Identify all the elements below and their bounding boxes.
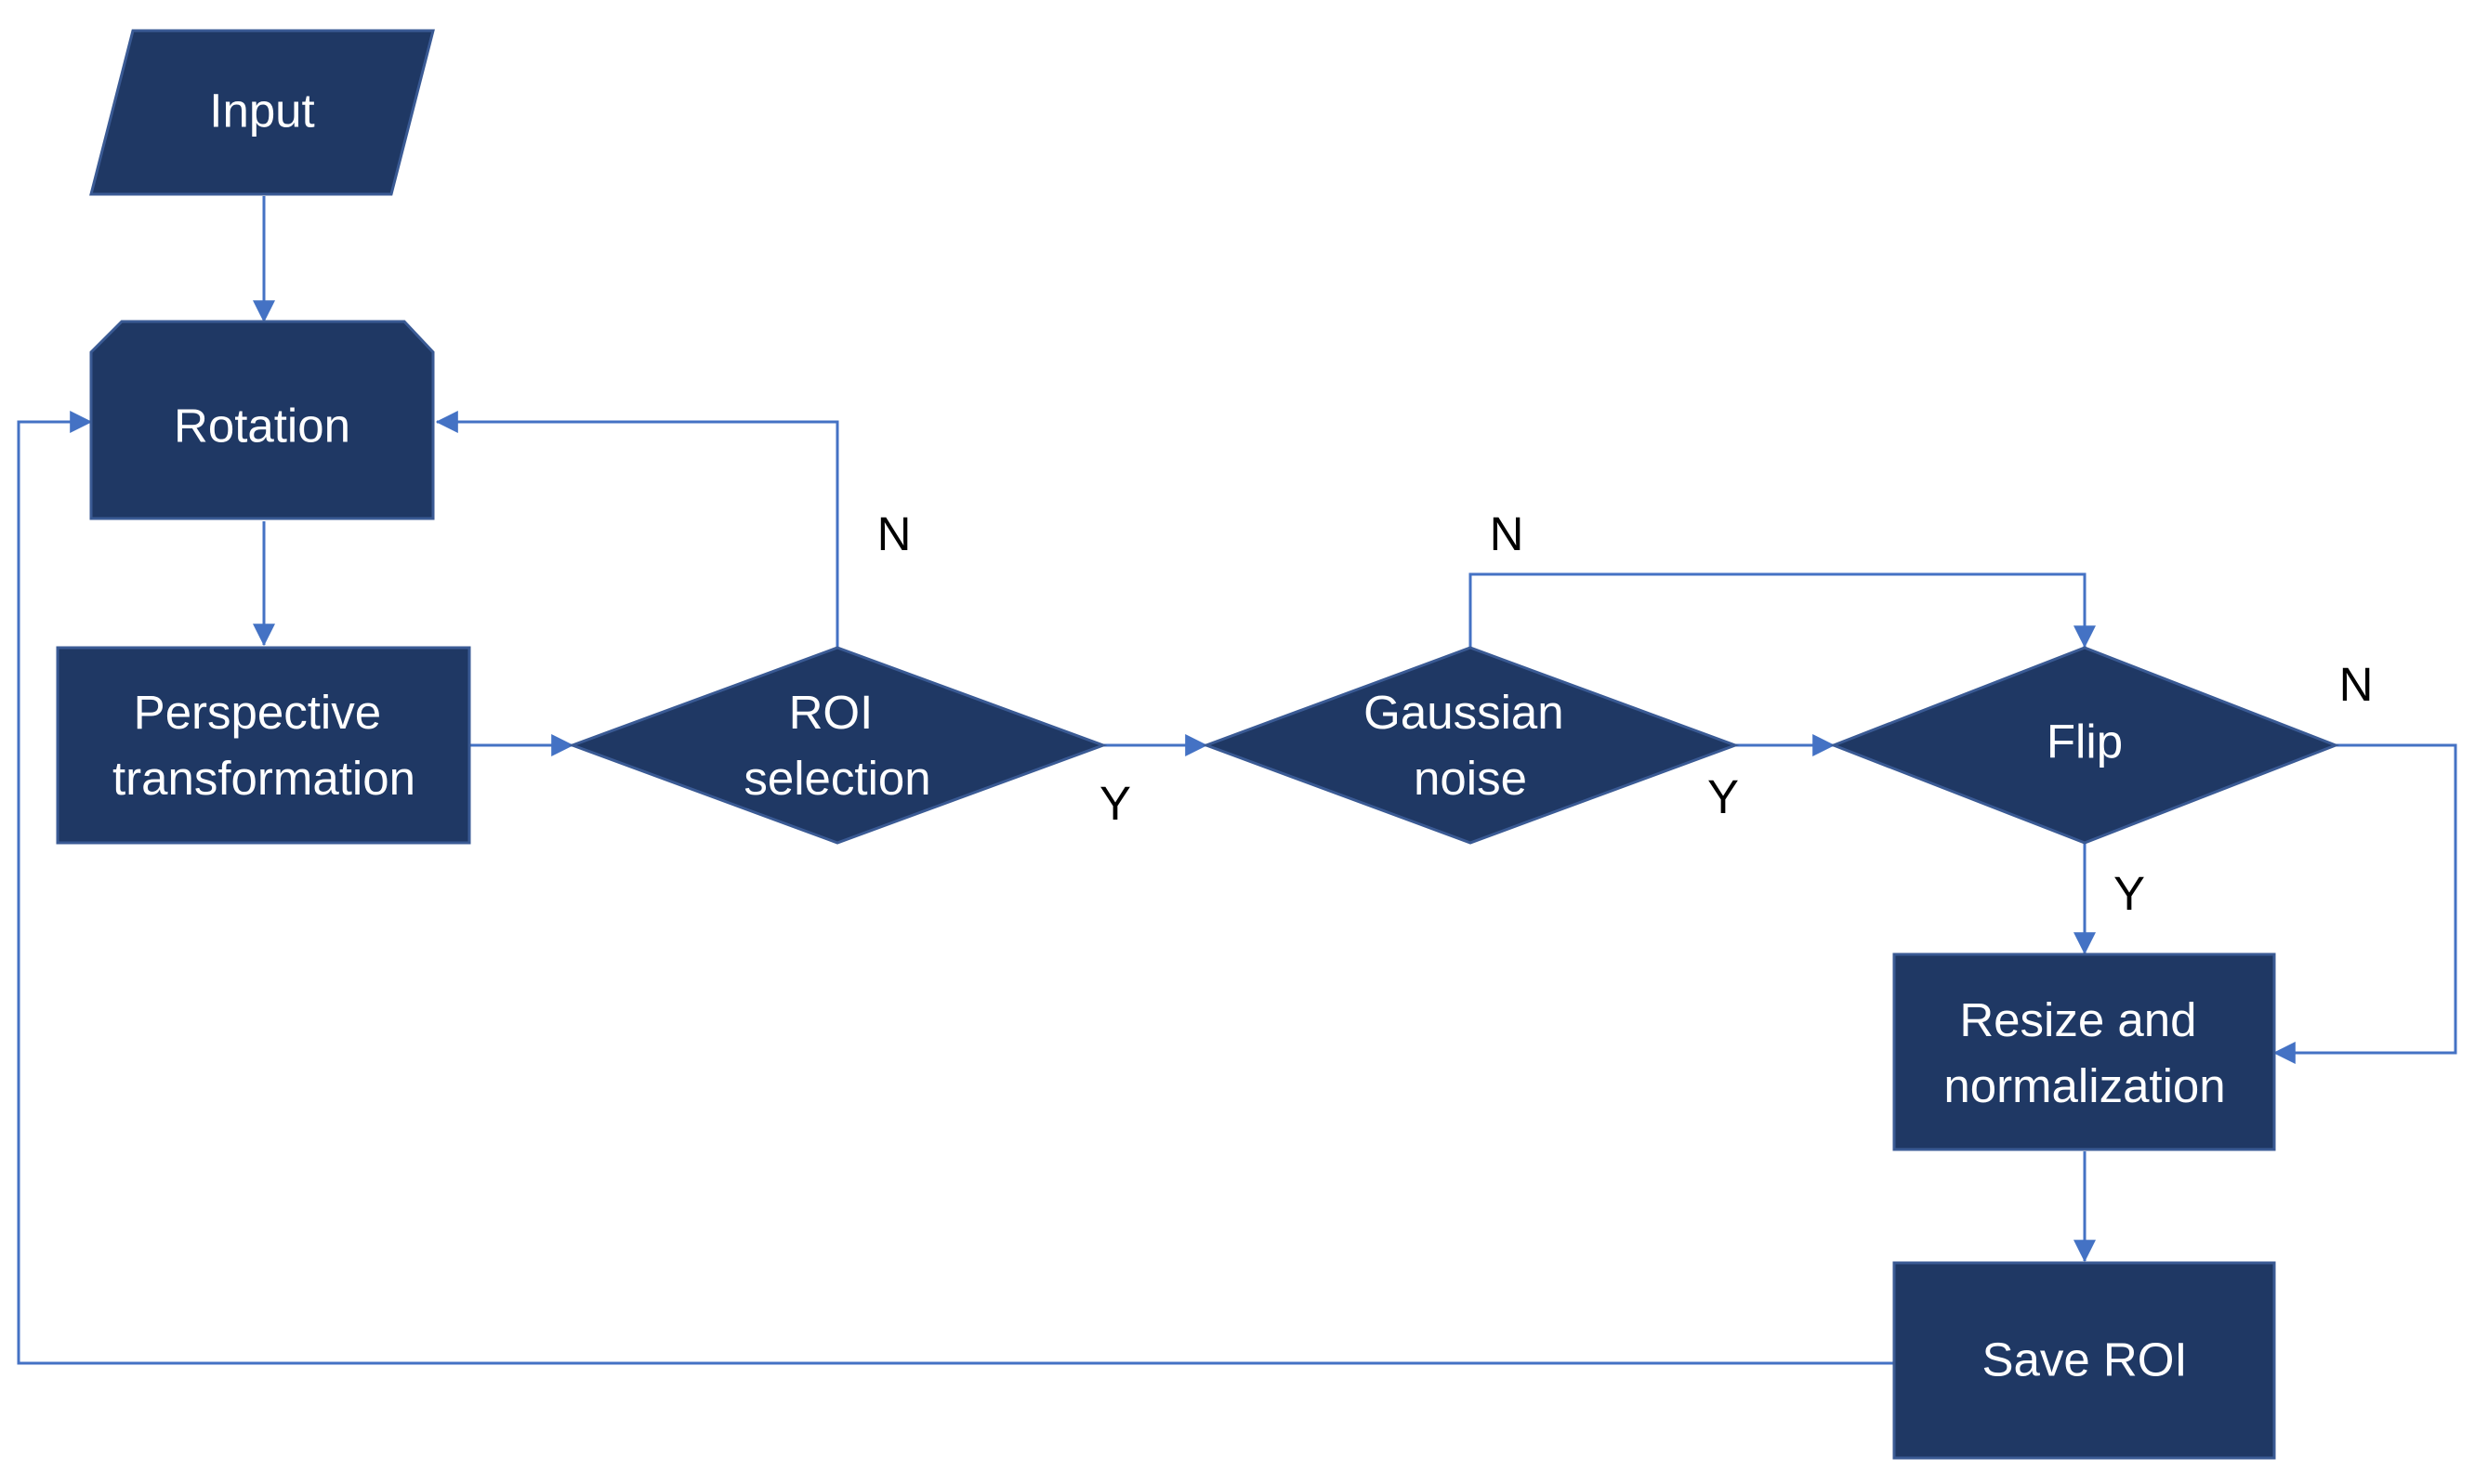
node-save-roi: Save ROI [1892, 1261, 2276, 1460]
gaussian-yes-label: Y [1707, 770, 1739, 823]
roi-yes-label: Y [1099, 777, 1131, 830]
arrow-save-loop-to-rotation [17, 411, 1894, 1365]
node-flip: Flip [1829, 646, 2340, 845]
branch-labels: N Y N Y N Y [877, 507, 2374, 920]
node-roi-selection: ROI selection [568, 646, 1108, 845]
gaussian-no-label: N [1490, 507, 1524, 560]
roi-diamond [568, 646, 1108, 845]
roi-label-line1: ROI [789, 686, 874, 739]
node-input: Input [89, 29, 435, 196]
perspective-box [56, 646, 471, 845]
input-parallelogram [89, 29, 435, 196]
resize-box [1892, 952, 2276, 1151]
perspective-label: Perspective transformation [112, 686, 415, 805]
roi-label-line2: selection [744, 752, 930, 805]
roi-no-label: N [877, 507, 912, 560]
perspective-label-line2: transformation [112, 752, 415, 805]
arrow-flip-no-to-resize [2272, 743, 2457, 1064]
node-gaussian-noise: Gaussian noise [1202, 646, 1740, 845]
node-resize-normalization: Resize and normalization [1892, 952, 2276, 1151]
arrow-roi-no-to-rotation [435, 411, 839, 648]
save-roi-label: Save ROI [1981, 1333, 2187, 1386]
arrow-gaussian-no-to-flip [1468, 572, 2096, 649]
node-rotation: Rotation [89, 320, 435, 520]
input-label: Input [209, 84, 314, 137]
resize-label: Resize and normalization [1943, 993, 2225, 1112]
gaussian-label: Gaussian noise [1363, 686, 1577, 805]
flip-yes-label: Y [2113, 867, 2145, 920]
resize-label-line1: Resize and [1959, 993, 2196, 1046]
connectors [17, 196, 2457, 1365]
flip-diamond [1829, 646, 2340, 845]
flip-label: Flip [2047, 715, 2123, 768]
rotation-label: Rotation [174, 399, 350, 452]
node-perspective-transformation: Perspective transformation [56, 646, 471, 845]
gaussian-label-line2: noise [1414, 752, 1527, 805]
save-roi-box [1892, 1261, 2276, 1460]
roi-label: ROI selection [744, 686, 930, 805]
gaussian-diamond [1202, 646, 1740, 845]
flip-no-label: N [2339, 658, 2374, 711]
perspective-label-line1: Perspective [134, 686, 381, 739]
rotation-shape [89, 320, 435, 520]
resize-label-line2: normalization [1943, 1059, 2225, 1112]
gaussian-label-line1: Gaussian [1363, 686, 1563, 739]
